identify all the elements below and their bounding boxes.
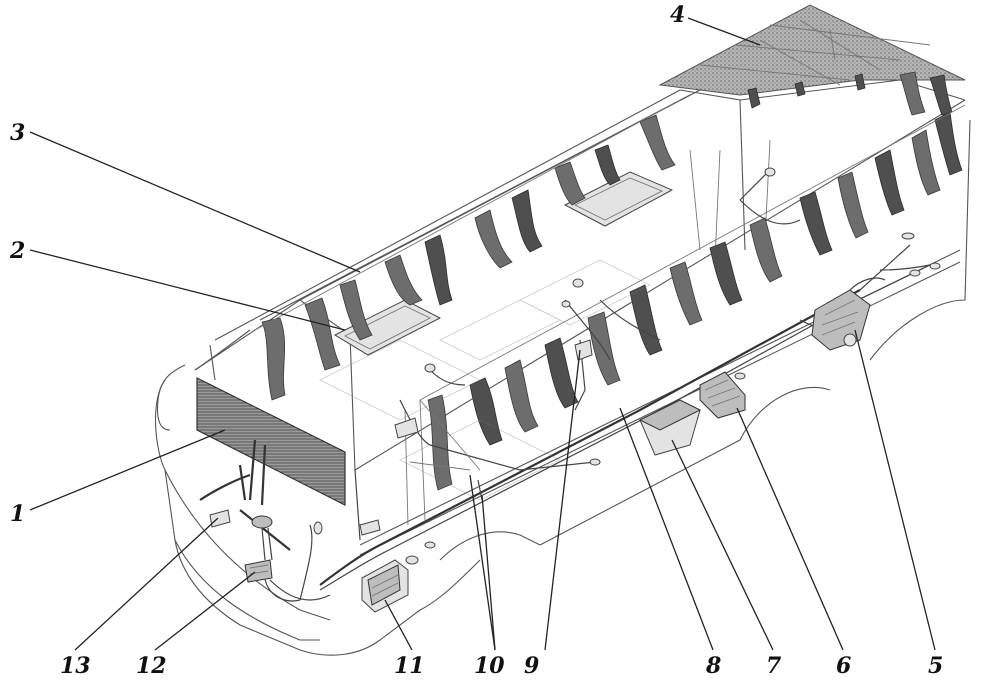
roof-hatch-front	[333, 299, 442, 356]
leader-3	[29, 131, 361, 273]
center-watermark	[318, 259, 652, 501]
roof-lining-panel	[658, 4, 966, 96]
callout-4: 4	[670, 2, 686, 28]
leader-4	[687, 17, 761, 46]
leader-11	[384, 599, 413, 651]
battery-box	[638, 399, 702, 456]
leader-10b	[481, 494, 496, 651]
curtains-right-row	[419, 71, 966, 491]
leader-7	[671, 439, 774, 651]
callout-5: 5	[928, 653, 944, 679]
front-door-fittings	[359, 399, 481, 536]
leader-1	[29, 429, 226, 511]
callout-1: 1	[10, 501, 26, 527]
front-fuse-panel	[244, 559, 273, 583]
connectors	[313, 167, 941, 565]
leader-5	[854, 329, 936, 651]
front-route-sign	[196, 377, 346, 506]
callout-3: 3	[10, 120, 26, 146]
leader-8	[619, 407, 714, 651]
rear-wall-lamps	[747, 73, 866, 109]
callout-13: 13	[60, 653, 91, 679]
interior-light-fixture	[574, 339, 593, 361]
callout-12: 12	[136, 653, 167, 679]
callout-10: 10	[474, 653, 505, 679]
leader-10a	[469, 474, 496, 651]
leader-12	[154, 571, 256, 651]
curtains-left-row	[254, 99, 681, 401]
callout-6: 6	[836, 653, 852, 679]
main-wiring-harness	[264, 169, 931, 602]
leader-9	[544, 349, 581, 651]
leader-6	[736, 407, 844, 651]
leader-lines	[29, 17, 936, 651]
callout-7: 7	[766, 653, 782, 679]
callout-11: 11	[394, 653, 425, 679]
wiper-assembly	[199, 439, 291, 561]
rear-heater-unit	[811, 277, 886, 351]
leader-13	[74, 517, 219, 651]
control-box	[361, 559, 409, 613]
leader-2	[29, 249, 346, 331]
callout-9: 9	[524, 653, 540, 679]
relay-block	[699, 371, 746, 419]
callout-2: 2	[10, 238, 26, 264]
callout-8: 8	[706, 653, 722, 679]
